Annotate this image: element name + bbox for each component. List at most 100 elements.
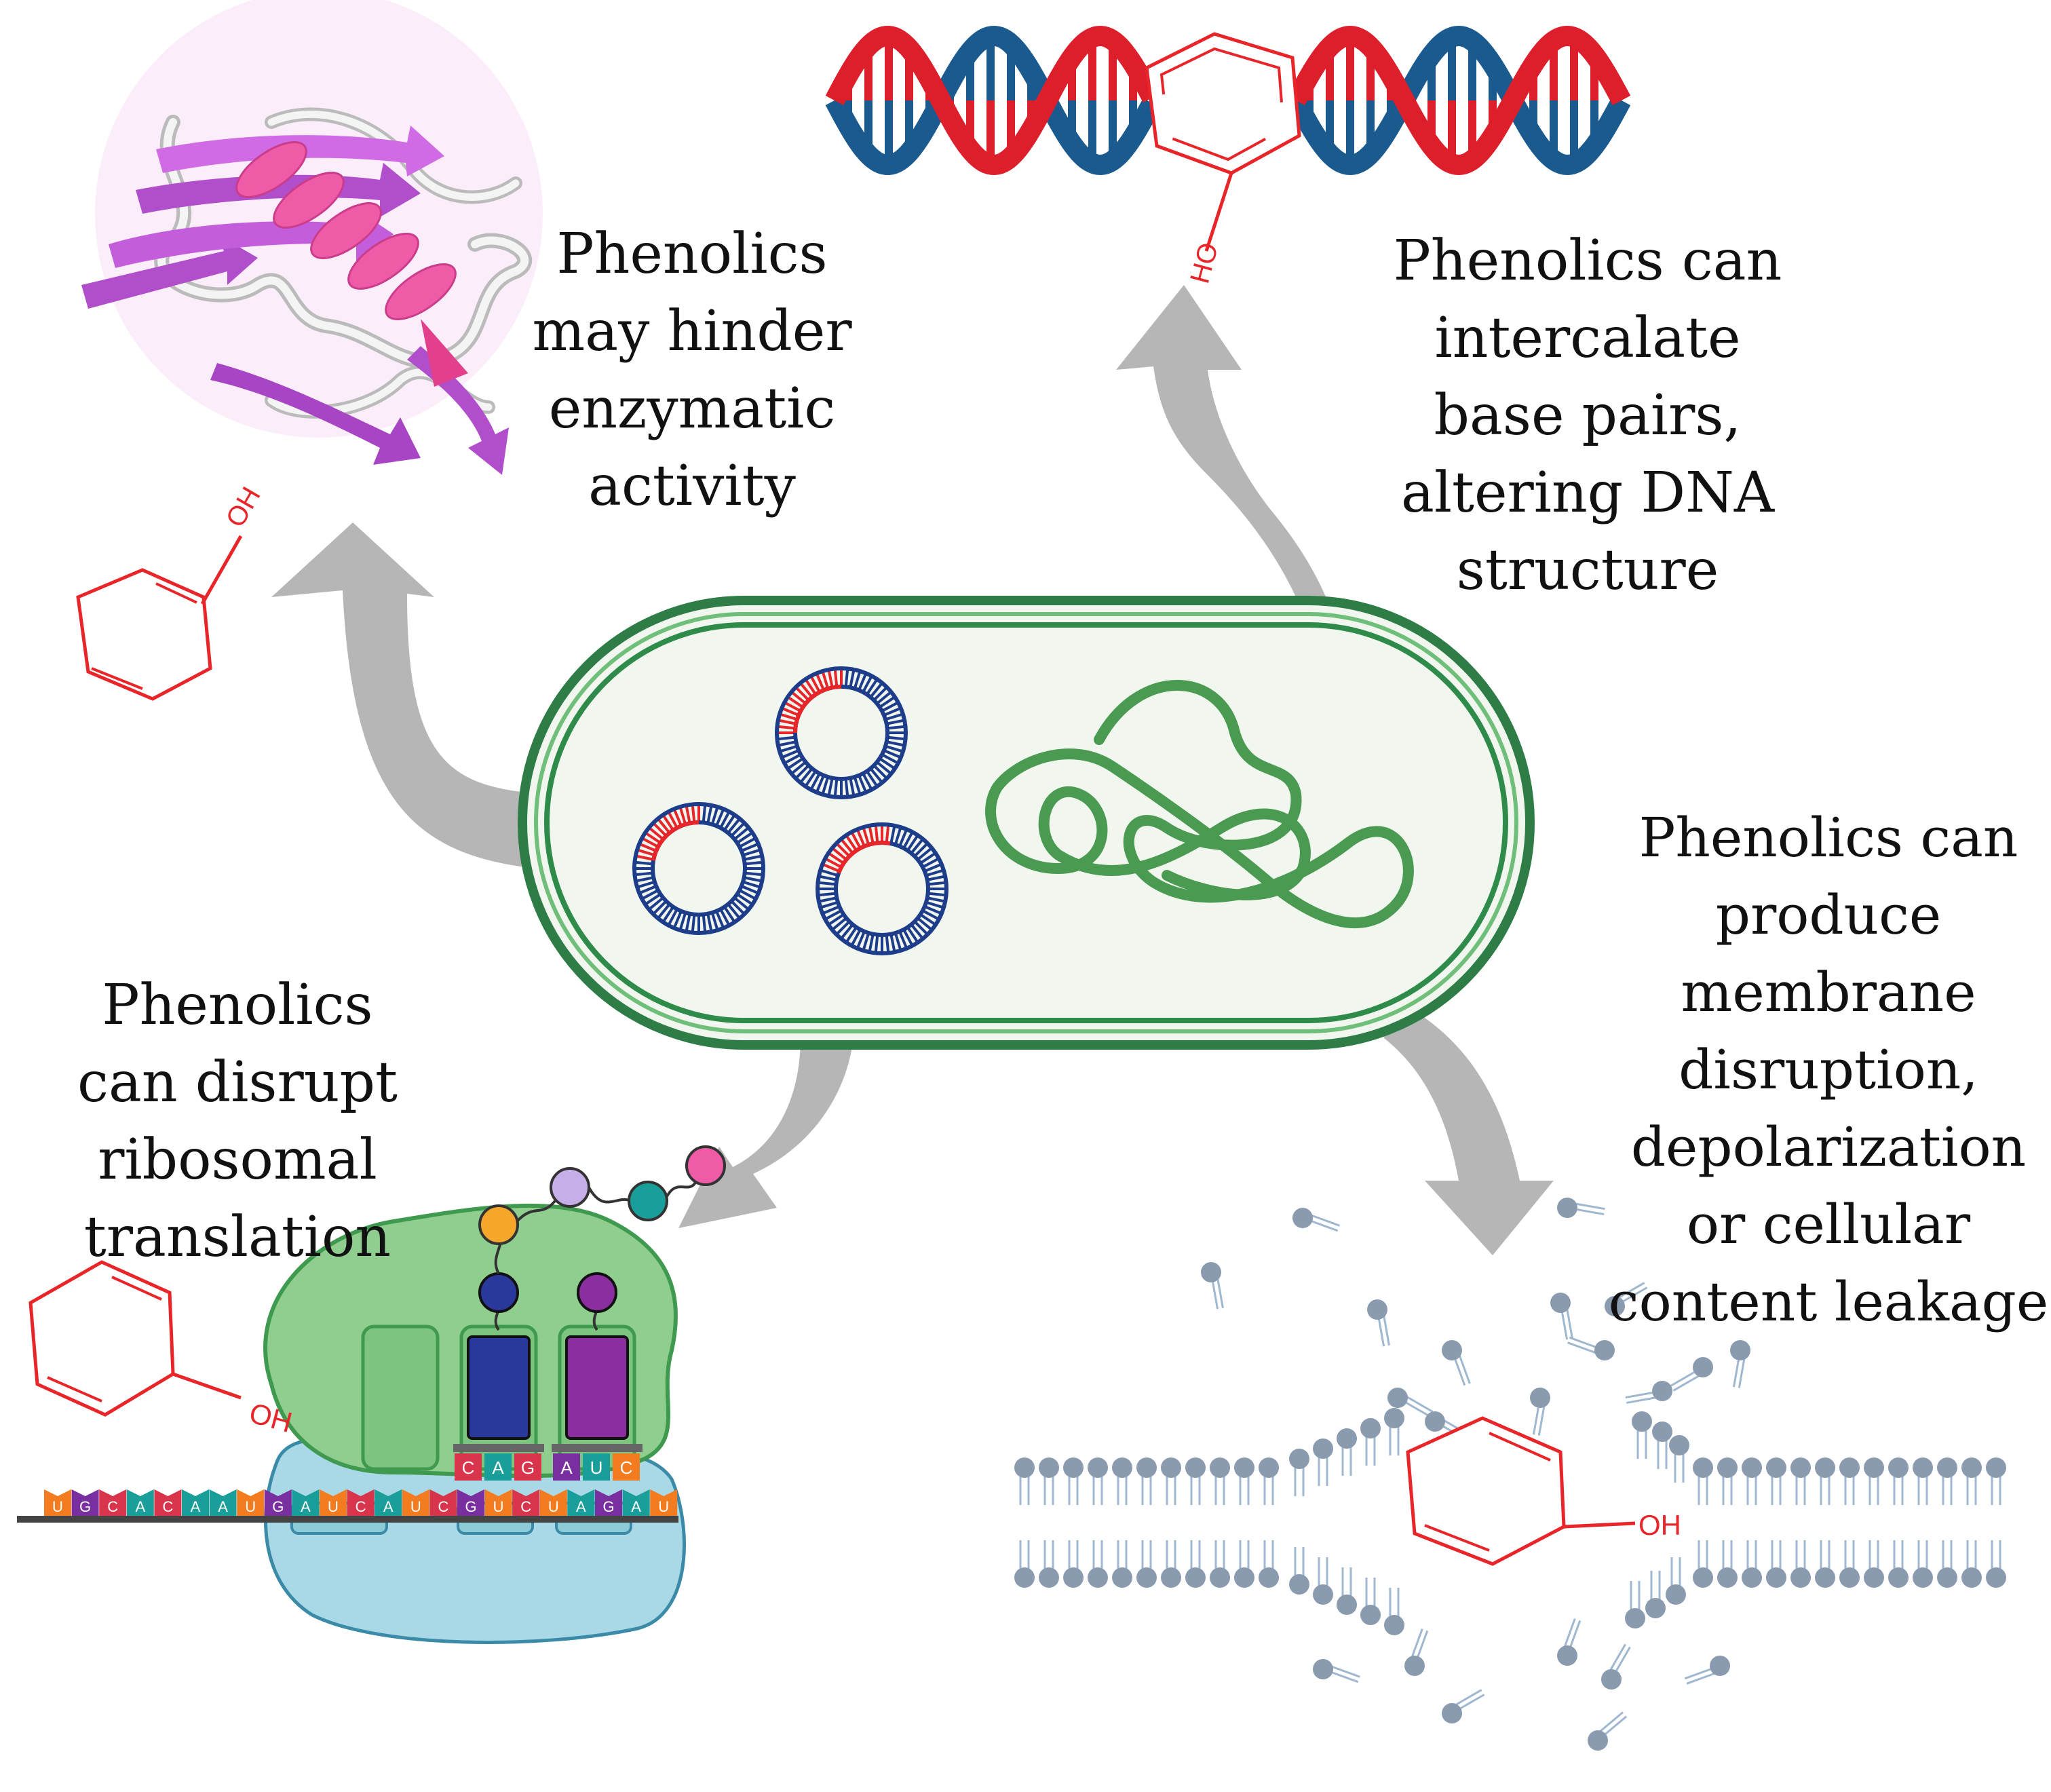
mrna-base xyxy=(347,1489,375,1516)
anticodon-letter: U xyxy=(590,1457,603,1478)
caption-line: depolarization xyxy=(1630,1116,2027,1179)
caption-line: intercalate xyxy=(1434,306,1741,370)
caption-line: base pairs, xyxy=(1434,383,1742,448)
plasmid-left xyxy=(632,802,765,935)
mrna-base-letter: A xyxy=(218,1498,228,1515)
caption-line: or cellular xyxy=(1686,1193,1971,1256)
arrow-to-dna xyxy=(1116,285,1354,733)
mrna-base xyxy=(292,1489,320,1516)
caption-line: activity xyxy=(588,454,796,518)
mrna-base xyxy=(320,1489,347,1516)
mrna-base-letter: G xyxy=(79,1498,91,1515)
protein-structure xyxy=(81,0,543,475)
anticodon-base xyxy=(583,1453,610,1481)
mrna-base xyxy=(539,1489,567,1516)
mrna-base-letter: C xyxy=(438,1498,448,1515)
mrna-base xyxy=(512,1489,540,1516)
mrna-base xyxy=(375,1489,402,1516)
mrna-base xyxy=(429,1489,457,1516)
arrow-to-enzyme xyxy=(271,522,543,869)
mrna-base xyxy=(484,1489,512,1516)
mrna-base xyxy=(71,1489,99,1516)
phenol-hydroxyl-label-dna: HO xyxy=(1185,240,1224,286)
arrow-to-membrane xyxy=(1384,997,1554,1255)
anticodon-base xyxy=(455,1453,482,1481)
mrna-base xyxy=(622,1489,650,1516)
caption-membrane: Phenolics can produce membrane disruption, d… xyxy=(1594,799,2051,1341)
mrna-base-letter: A xyxy=(191,1498,201,1515)
mrna-base-letter: C xyxy=(107,1498,118,1515)
mrna-base-letter: C xyxy=(356,1498,366,1515)
mrna-base-letter: A xyxy=(576,1498,586,1515)
anticodon-letter: C xyxy=(620,1457,633,1478)
mrna-base-letter: U xyxy=(548,1498,559,1515)
mrna-base-letter: C xyxy=(520,1498,531,1515)
caption-line: may hinder xyxy=(532,299,852,364)
mrna-base xyxy=(44,1489,71,1516)
anticodon-letter: A xyxy=(560,1457,573,1478)
anticodon-base xyxy=(613,1453,640,1481)
mrna-base xyxy=(99,1489,127,1516)
mrna-base-letter: A xyxy=(135,1498,145,1515)
bacterial-cell xyxy=(518,596,1535,1050)
caption-line: content leakage xyxy=(1608,1270,2049,1333)
plasmid-right xyxy=(816,822,948,955)
dna-helix xyxy=(825,25,1631,176)
mrna-base-letter: G xyxy=(465,1498,476,1515)
anticodon-letter: A xyxy=(492,1457,504,1478)
mrna-base xyxy=(264,1489,292,1516)
mrna-base-letter: C xyxy=(162,1498,173,1515)
caption-line: Phenolics can xyxy=(1393,229,1782,293)
mrna-base xyxy=(182,1489,209,1516)
phenol-molecule-ribosome: OH xyxy=(28,1260,296,1438)
mrna-base-letter: A xyxy=(301,1498,311,1515)
caption-line: ribosomal xyxy=(98,1128,377,1192)
caption-ribosome: Phenolics can disrupt ribosomal translation xyxy=(41,967,434,1276)
caption-dna: Phenolics can intercalate base pairs, alter… xyxy=(1357,223,1818,609)
caption-enzyme: Phenolics may hinder enzymatic activity xyxy=(522,216,862,525)
phenol-hydroxyl-label-membrane: OH xyxy=(1638,1509,1681,1541)
anticodon-base xyxy=(514,1453,541,1481)
mrna-base xyxy=(237,1489,265,1516)
lipid-membrane xyxy=(1014,1198,2006,1751)
mrna-base-letter: U xyxy=(328,1498,339,1515)
mrna-base xyxy=(650,1489,678,1516)
caption-line: Phenolics xyxy=(102,973,373,1037)
plasmid-top xyxy=(775,666,908,799)
mrna-base-letter: G xyxy=(602,1498,614,1515)
mrna-base-letter: G xyxy=(272,1498,284,1515)
caption-line: disruption, xyxy=(1679,1038,1978,1101)
mrna-base xyxy=(126,1489,154,1516)
anticodon-letter: G xyxy=(521,1457,535,1478)
mrna-base-letter: A xyxy=(383,1498,394,1515)
mrna-base xyxy=(457,1489,484,1516)
chromosome xyxy=(985,680,1414,929)
caption-line: membrane xyxy=(1681,961,1976,1024)
mrna-base xyxy=(567,1489,595,1516)
mrna-base xyxy=(402,1489,429,1516)
caption-line: structure xyxy=(1456,538,1719,603)
caption-line: altering DNA xyxy=(1400,461,1775,525)
anticodon-letter: C xyxy=(462,1457,475,1478)
caption-line: translation xyxy=(83,1205,391,1270)
anticodon-base xyxy=(553,1453,580,1481)
caption-line: enzymatic xyxy=(548,377,836,441)
mrna-base-letter: U xyxy=(493,1498,504,1515)
phenol-hydroxyl-label-enzyme: OH xyxy=(221,482,267,533)
mrna-base-letter: U xyxy=(658,1498,669,1515)
caption-line: can disrupt xyxy=(77,1050,398,1115)
mrna-base-letter: U xyxy=(410,1498,421,1515)
phenol-molecule-dna: HO xyxy=(1145,32,1301,286)
caption-line: Phenolics xyxy=(556,222,828,286)
phenol-molecule-membrane: OH xyxy=(1406,1416,1681,1566)
caption-line: Phenolics can xyxy=(1638,806,2018,869)
caption-line: produce xyxy=(1715,883,1942,947)
mrna-base-letter: U xyxy=(245,1498,256,1515)
phenol-molecule-enzyme: OH xyxy=(76,482,267,701)
anticodon-base xyxy=(484,1453,512,1481)
mrna-base xyxy=(595,1489,622,1516)
mrna-base xyxy=(154,1489,182,1516)
mrna-base xyxy=(209,1489,237,1516)
